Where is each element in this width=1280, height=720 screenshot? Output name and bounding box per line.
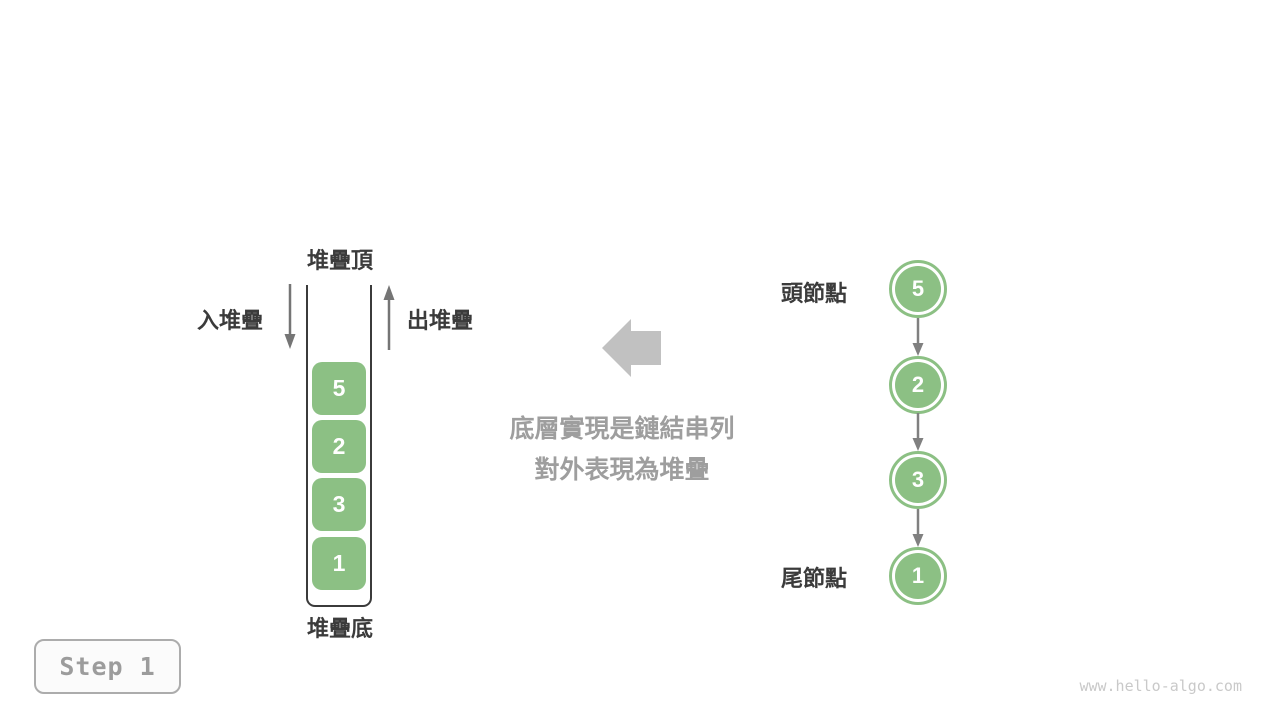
stack-item: 5 (312, 362, 366, 415)
list-node-value: 2 (895, 362, 941, 408)
list-node: 5 (889, 260, 947, 318)
push-down-arrow-icon (284, 284, 296, 349)
stack-container (306, 285, 372, 607)
stack-item-value: 1 (332, 550, 346, 576)
stack-top-label: 堆疊頂 (306, 248, 373, 273)
list-node-value: 1 (895, 553, 941, 599)
stack-item: 3 (312, 478, 366, 531)
link-down-arrow-icon (912, 318, 924, 356)
push-label: 入堆疊 (197, 308, 264, 333)
stack-item: 2 (312, 420, 366, 473)
annotation-text: 底層實現是鏈結串列 對外表現為堆疊 (457, 409, 787, 491)
stack-item-value: 2 (332, 433, 346, 459)
list-node-value: 5 (895, 266, 941, 312)
stack-item: 1 (312, 537, 366, 590)
list-node: 1 (889, 547, 947, 605)
stack-item-value: 3 (332, 491, 346, 517)
stack-bottom-label: 堆疊底 (306, 616, 373, 641)
tail-node-label: 尾節點 (781, 566, 848, 591)
list-node: 3 (889, 451, 947, 509)
stack-item-value: 5 (332, 375, 346, 401)
pop-up-arrow-icon (383, 285, 395, 350)
list-node: 2 (889, 356, 947, 414)
pop-label: 出堆疊 (407, 308, 474, 333)
head-node-label: 頭節點 (781, 281, 848, 306)
step-badge-label: Step 1 (59, 652, 156, 681)
link-down-arrow-icon (912, 413, 924, 451)
annotation-line-2: 對外表現為堆疊 (534, 456, 710, 484)
site-watermark: www.hello-algo.com (1079, 677, 1242, 695)
list-node-value: 3 (895, 457, 941, 503)
transform-left-arrow-icon (602, 319, 661, 377)
step-badge: Step 1 (34, 639, 181, 694)
link-down-arrow-icon (912, 509, 924, 547)
annotation-line-1: 底層實現是鏈結串列 (509, 415, 735, 443)
